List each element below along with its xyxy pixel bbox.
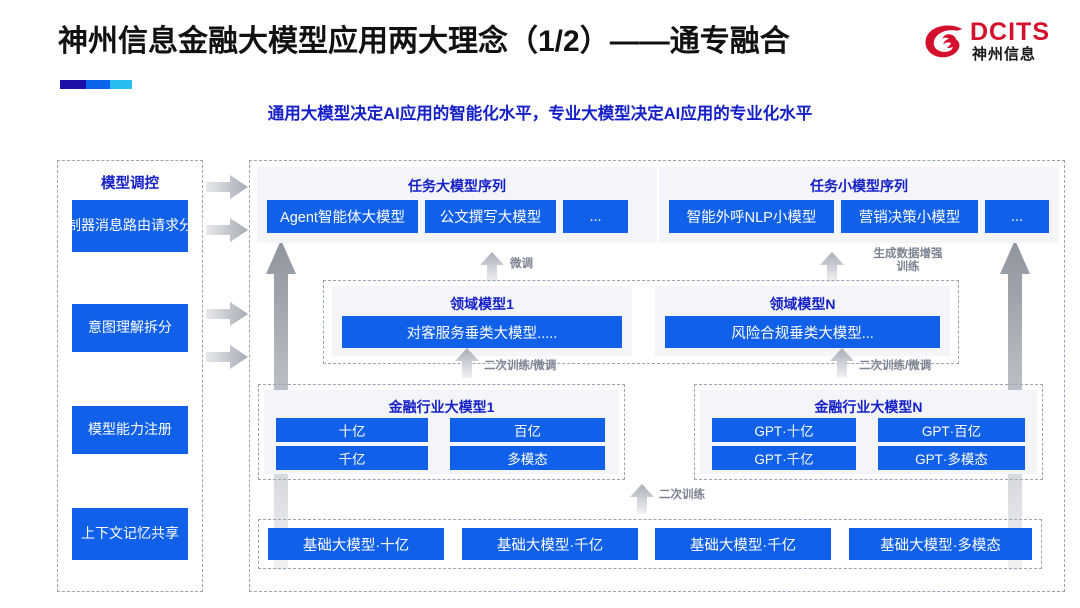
accent-seg-1 bbox=[60, 80, 86, 89]
task-big-item-doc[interactable]: 公文撰写大模型 bbox=[425, 200, 556, 233]
industry-1-item-4[interactable]: 多模态 bbox=[450, 446, 605, 470]
sidebar-item-capability-register[interactable]: 模型能力注册 bbox=[72, 406, 188, 454]
industry-1-item-1[interactable]: 十亿 bbox=[276, 418, 428, 442]
domain-models-frame bbox=[323, 280, 959, 364]
industry-model-n-frame bbox=[694, 384, 1043, 480]
sidebar-item-intent-parse[interactable]: 意图理解拆分 bbox=[72, 304, 188, 352]
flow-arrow-up-retrain bbox=[630, 484, 654, 514]
label-retrain: 二次训练 bbox=[659, 489, 705, 501]
diagram-outer-frame bbox=[249, 160, 1065, 592]
task-small-title: 任务小模型序列 bbox=[810, 178, 908, 194]
sidebar-title: 模型调控 bbox=[101, 176, 159, 192]
label-fine-tune: 微调 bbox=[510, 258, 533, 270]
label-data-augmentation-line2: 训练 bbox=[896, 261, 920, 274]
flow-arrow-right-1 bbox=[206, 175, 248, 199]
flow-arrow-up-retrain-right bbox=[830, 348, 854, 378]
flow-arrow-right-3 bbox=[206, 302, 248, 326]
foundation-models-frame bbox=[258, 519, 1042, 569]
industry-1-item-3[interactable]: 千亿 bbox=[276, 446, 428, 470]
task-big-item-agent[interactable]: Agent智能体大模型 bbox=[267, 200, 418, 233]
industry-n-item-3[interactable]: GPT·千亿 bbox=[712, 446, 856, 470]
accent-seg-2 bbox=[86, 80, 110, 89]
accent-bar bbox=[60, 80, 132, 89]
label-data-augmentation-line1: 生成数据增强 bbox=[873, 248, 943, 260]
domain-model-1-item[interactable]: 对客服务垂类大模型..... bbox=[342, 316, 622, 348]
task-big-title: 任务大模型序列 bbox=[408, 178, 506, 194]
task-big-panel: 任务大模型序列 Agent智能体大模型 公文撰写大模型 ... bbox=[257, 167, 657, 243]
flow-arrow-right-4 bbox=[206, 345, 248, 369]
task-small-item-marketing[interactable]: 营销决策小模型 bbox=[841, 200, 978, 233]
logo-cn-text: 神州信息 bbox=[972, 46, 1037, 63]
task-small-panel: 任务小模型序列 智能外呼NLP小模型 营销决策小模型 ... bbox=[659, 167, 1059, 243]
industry-model-n-title: 金融行业大模型N bbox=[814, 399, 923, 415]
sidebar-panel: 模型调控 控制器消息路由请求分发 意图理解拆分 模型能力注册 上下文记忆共享 bbox=[53, 160, 207, 592]
sidebar-dashed-frame bbox=[57, 160, 203, 592]
spiral-logo-icon bbox=[925, 25, 963, 58]
flow-arrow-up-finetune bbox=[480, 252, 504, 282]
industry-model-1-panel: 金融行业大模型1 十亿 百亿 千亿 多模态 bbox=[264, 390, 619, 474]
domain-model-n-panel: 领域模型N 风险合规垂类大模型... bbox=[655, 286, 950, 356]
label-retrain-finetune-right: 二次训练/微调 bbox=[859, 360, 932, 372]
page-subtitle: 通用大模型决定AI应用的智能化水平，专业大模型决定AI应用的专业化水平 bbox=[267, 105, 813, 123]
sidebar-item-context-memory[interactable]: 上下文记忆共享 bbox=[72, 508, 188, 560]
flow-arrow-up-data-aug bbox=[820, 252, 844, 282]
industry-n-item-2[interactable]: GPT·百亿 bbox=[878, 418, 1025, 442]
domain-model-1-title: 领域模型1 bbox=[450, 296, 514, 312]
page-title: 神州信息金融大模型应用两大理念（1/2）——通专融合 bbox=[58, 25, 790, 58]
industry-model-1-frame bbox=[258, 384, 625, 480]
task-small-item-more[interactable]: ... bbox=[985, 200, 1049, 233]
domain-model-n-title: 领域模型N bbox=[769, 296, 836, 312]
logo-en-text: DCITS bbox=[970, 18, 1050, 46]
brand-logo: DCITS 神州信息 bbox=[922, 18, 1062, 74]
domain-model-1-panel: 领域模型1 对客服务垂类大模型..... bbox=[332, 286, 632, 356]
industry-model-1-title: 金融行业大模型1 bbox=[388, 399, 495, 415]
flow-arrow-up-retrain-left bbox=[455, 348, 479, 378]
label-retrain-finetune-left: 二次训练/微调 bbox=[484, 360, 557, 372]
task-big-item-more[interactable]: ... bbox=[563, 200, 628, 233]
sidebar-item-controller-routing[interactable]: 控制器消息路由请求分发 bbox=[53, 200, 207, 252]
foundation-model-1[interactable]: 基础大模型·十亿 bbox=[268, 528, 444, 560]
label-data-augmentation: 生成数据增强训练 bbox=[848, 248, 968, 274]
foundation-model-2[interactable]: 基础大模型·千亿 bbox=[462, 528, 638, 560]
accent-seg-3 bbox=[110, 80, 132, 89]
task-small-item-nlp[interactable]: 智能外呼NLP小模型 bbox=[669, 200, 834, 233]
foundation-model-4[interactable]: 基础大模型·多模态 bbox=[849, 528, 1032, 560]
industry-1-item-2[interactable]: 百亿 bbox=[450, 418, 605, 442]
foundation-model-3[interactable]: 基础大模型·千亿 bbox=[655, 528, 831, 560]
domain-model-n-item[interactable]: 风险合规垂类大模型... bbox=[665, 316, 940, 348]
industry-n-item-4[interactable]: GPT·多模态 bbox=[878, 446, 1025, 470]
industry-n-item-1[interactable]: GPT·十亿 bbox=[712, 418, 856, 442]
flow-arrow-right-2 bbox=[206, 218, 248, 242]
industry-model-n-panel: 金融行业大模型N GPT·十亿 GPT·百亿 GPT·千亿 GPT·多模态 bbox=[700, 390, 1037, 474]
